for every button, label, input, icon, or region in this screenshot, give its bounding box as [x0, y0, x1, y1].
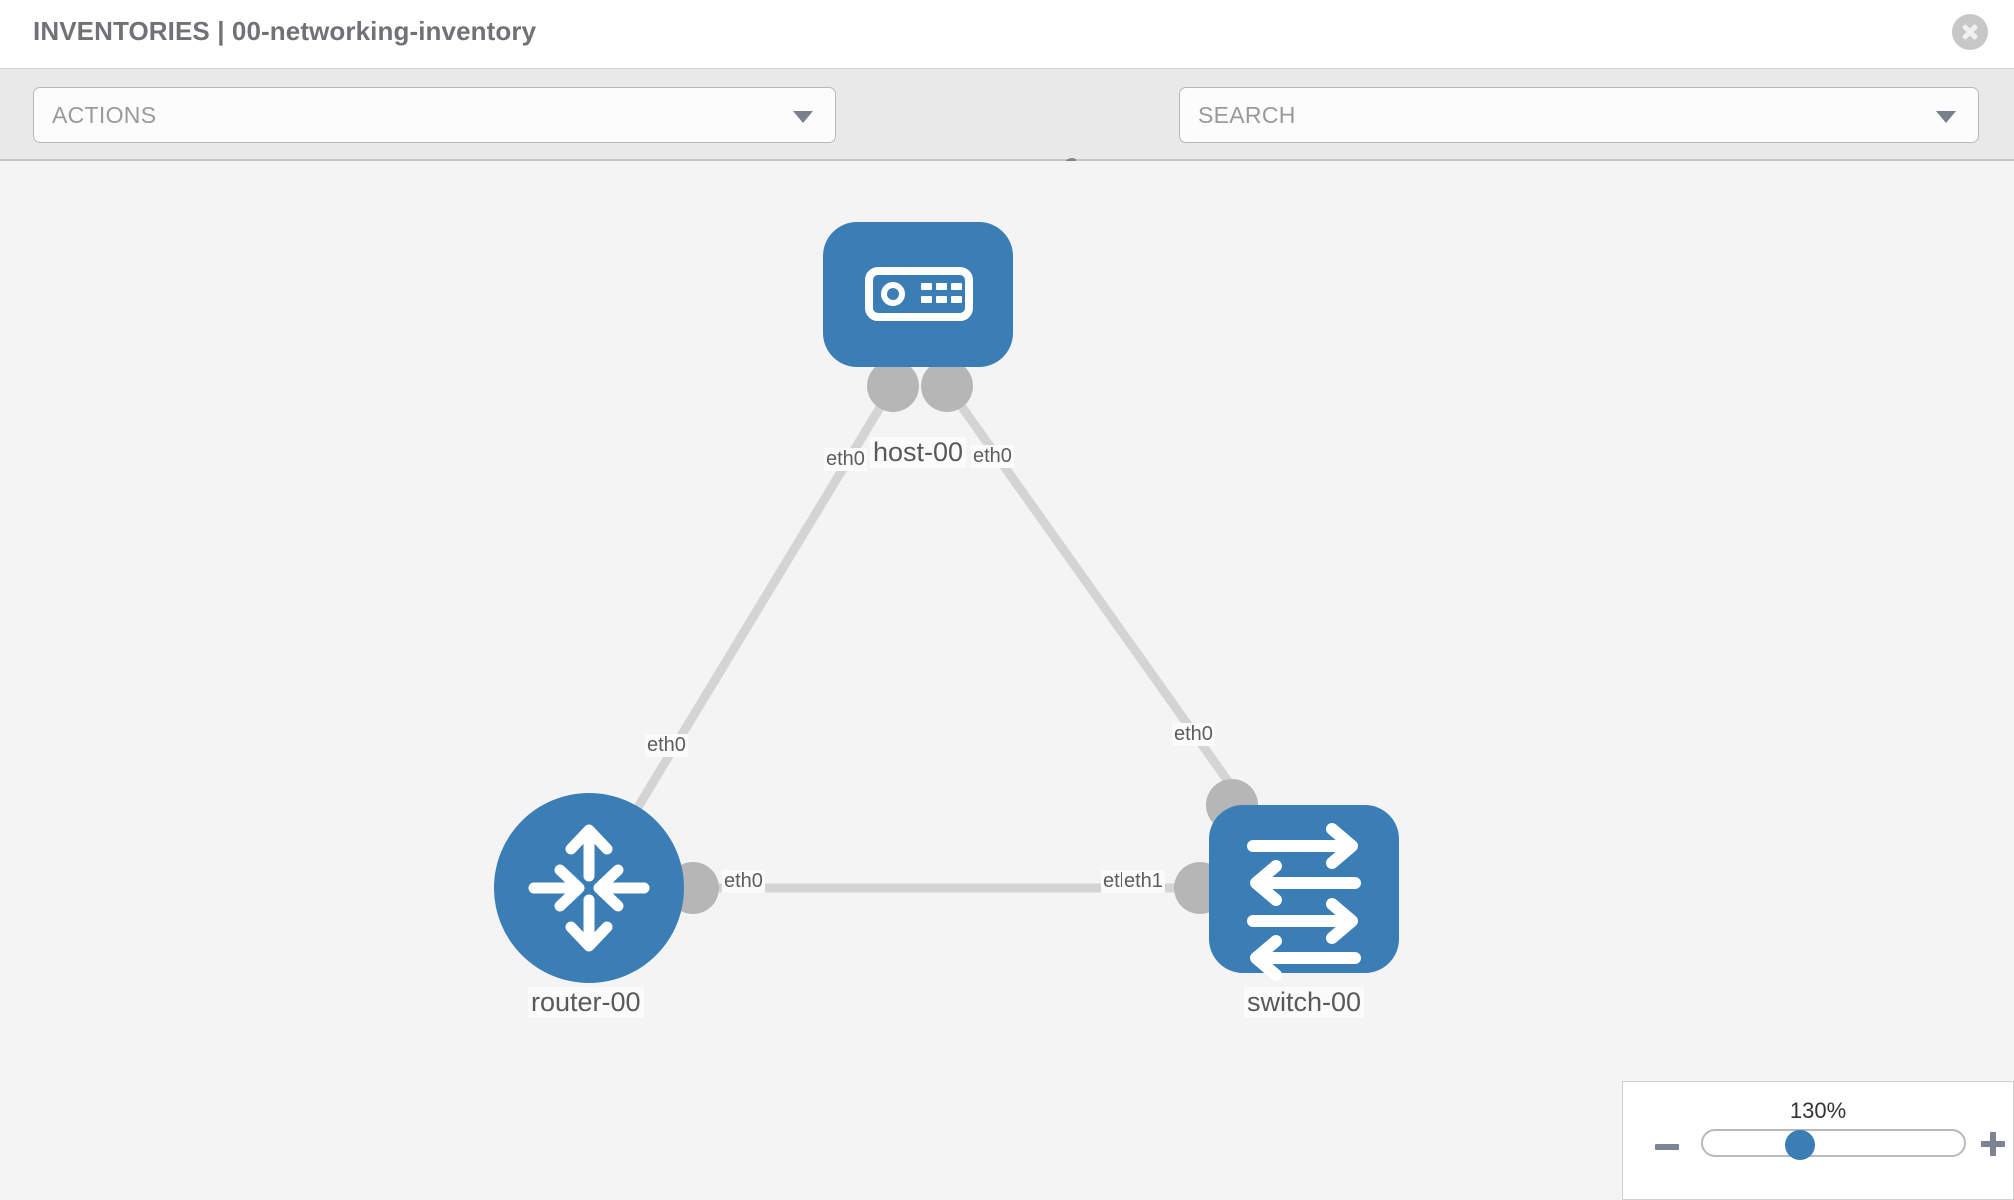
page-title: INVENTORIES | 00-networking-inventory — [33, 16, 537, 46]
page-header: INVENTORIES | 00-networking-inventory — [0, 0, 2014, 68]
switch-arrows-icon — [1247, 823, 1361, 981]
iface-label: eth1 — [1122, 870, 1165, 893]
zoom-slider-track[interactable] — [1701, 1129, 1966, 1157]
iface-label: eth0 — [1172, 723, 1215, 746]
chevron-down-icon — [1936, 111, 1956, 123]
iface-label: etl — [1101, 870, 1127, 893]
close-icon[interactable] — [1952, 14, 1988, 50]
search-input[interactable]: SEARCH — [1179, 87, 1979, 143]
minus-icon[interactable] — [1655, 1144, 1679, 1150]
iface-label: eth0 — [645, 734, 688, 757]
zoom-control: 130% — [1622, 1081, 2014, 1200]
node-label-host: host-00 — [870, 437, 967, 468]
iface-label: eth0 — [722, 870, 765, 893]
actions-dropdown-label: ACTIONS — [52, 102, 157, 128]
toolbar: ACTIONS SEARCH — [0, 68, 2014, 190]
iface-label: eth0 — [971, 445, 1014, 468]
topology-graph — [494, 222, 1399, 983]
zoom-level-value: 130% — [1789, 1098, 1847, 1123]
actions-dropdown[interactable]: ACTIONS — [33, 87, 836, 143]
search-placeholder: SEARCH — [1198, 102, 1296, 128]
iface-label: eth0 — [824, 448, 867, 471]
node-label-switch: switch-00 — [1244, 987, 1365, 1018]
topology-canvas[interactable]: eth0 eth0 eth0 eth0 eth0 etl eth1 host-0… — [0, 161, 2014, 1200]
port-host-eth0-left[interactable] — [867, 360, 919, 412]
node-label-router: router-00 — [528, 987, 644, 1018]
node-router-00[interactable] — [494, 793, 684, 983]
plus-icon[interactable] — [1981, 1132, 2005, 1156]
router-arrows-icon — [528, 824, 650, 952]
chevron-down-icon — [793, 111, 813, 123]
server-icon — [865, 267, 973, 321]
port-host-eth0-right[interactable] — [921, 360, 973, 412]
node-host-00[interactable] — [823, 222, 1013, 367]
node-switch-00[interactable] — [1209, 805, 1399, 981]
zoom-slider-thumb[interactable] — [1785, 1130, 1815, 1160]
